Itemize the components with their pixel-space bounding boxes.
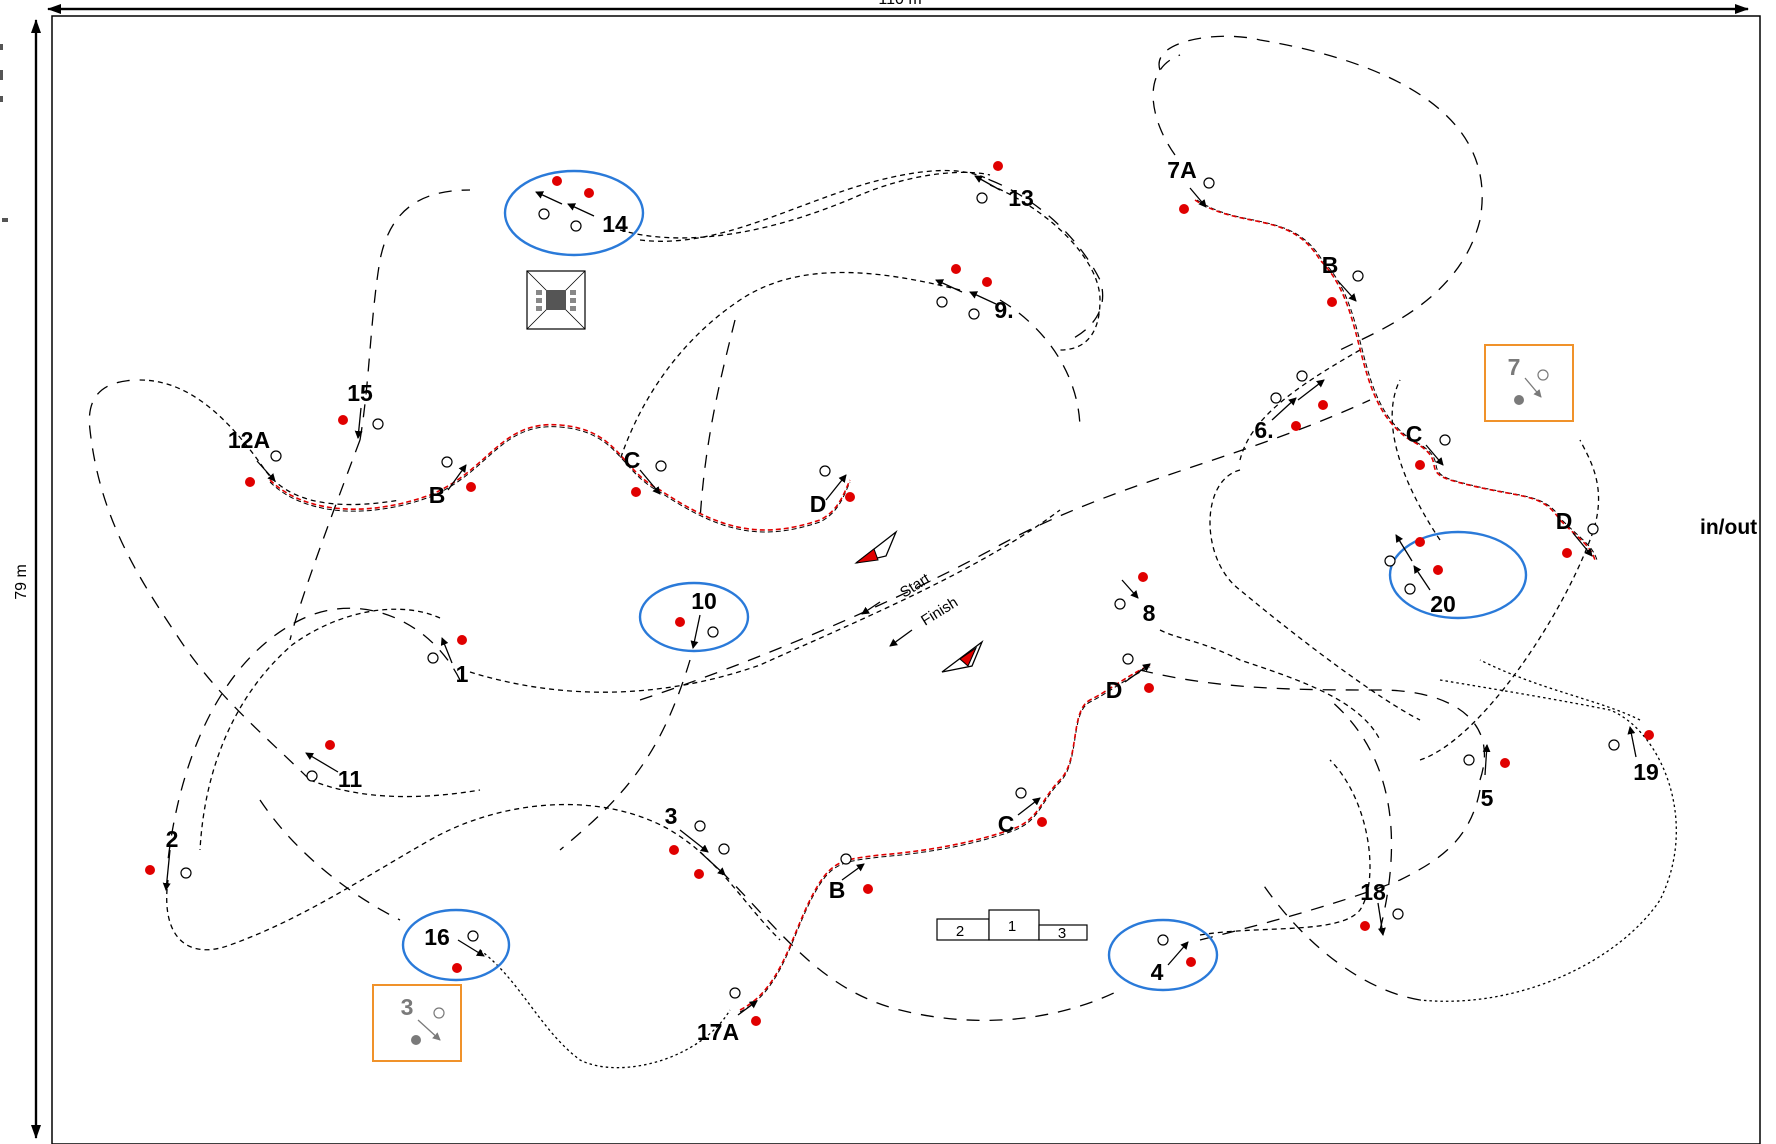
obstacle-20-label: 20 <box>1430 591 1456 617</box>
obstacle-6: 6. <box>1254 370 1328 443</box>
obstacle-16-label: 16 <box>424 924 450 950</box>
obstacle-10: 10 <box>675 588 719 649</box>
obstacle-7A-label: 7A <box>1167 157 1196 183</box>
entrance-label: in/out <box>1700 516 1757 539</box>
water-rings <box>401 169 1528 992</box>
obstacle-17A: 17A <box>697 987 761 1045</box>
obstacle-8: 8 <box>1114 572 1156 626</box>
obstacle-7C: C <box>1406 421 1451 470</box>
legend-box-3: 3 <box>372 984 462 1062</box>
obstacle-11-label: 11 <box>338 766 363 792</box>
obstacle-13-label: 13 <box>1008 185 1034 211</box>
obstacle-12C-label: C <box>624 447 641 473</box>
obstacle-19: 19 <box>1608 726 1659 785</box>
obstacle-3: 3 <box>665 803 730 879</box>
obstacle-5: 5 <box>1463 744 1510 811</box>
obstacle-17D-label: D <box>1106 677 1123 703</box>
obstacle-7B-label: B <box>1322 252 1339 278</box>
edge-marks <box>0 44 8 222</box>
obstacle-1-label: 1 <box>456 661 469 687</box>
obstacle-18: 18 <box>1360 879 1404 936</box>
width-label: 110 m <box>878 0 921 8</box>
obstacle-17C: C <box>998 787 1047 837</box>
water-ring-14 <box>503 169 645 257</box>
podium-second: 2 <box>956 923 964 940</box>
podium-first: 1 <box>1008 918 1016 935</box>
obstacle-19-label: 19 <box>1633 759 1659 785</box>
obstacle-7C-label: C <box>1406 421 1423 447</box>
obstacle-12B: B <box>429 456 476 508</box>
legend-box-3-label: 3 <box>401 994 414 1020</box>
obstacle-12A: 12A <box>228 427 282 487</box>
obstacle-12A-label: 12A <box>228 427 270 453</box>
obstacle-1: 1 <box>427 635 469 687</box>
height-dimension: 79 m <box>13 19 41 1139</box>
course-paths <box>88 35 1677 1069</box>
obstacle-12C: C <box>624 447 667 497</box>
height-label: 79 m <box>13 564 30 600</box>
obstacle-14: 14 <box>535 176 628 237</box>
obstacle-17B-label: B <box>829 877 846 903</box>
judge-box-icon <box>526 270 586 330</box>
obstacle-16: 16 <box>424 924 485 973</box>
obstacle-15-label: 15 <box>347 380 373 406</box>
obstacle-7A: 7A <box>1167 157 1215 214</box>
obstacle-6-label: 6. <box>1254 417 1273 443</box>
obstacles: 1 2 3 4 <box>145 157 1659 1045</box>
obstacle-8-label: 8 <box>1143 600 1156 626</box>
obstacle-7D: D <box>1556 508 1599 558</box>
obstacle-3-label: 3 <box>665 803 678 829</box>
obstacle-7B: B <box>1322 252 1364 307</box>
obstacle-15: 15 <box>338 380 384 439</box>
combination-paths <box>269 199 1598 1013</box>
obstacle-2-label: 2 <box>166 826 179 852</box>
obstacle-9: 9. <box>935 264 1014 323</box>
obstacle-9-label: 9. <box>994 297 1013 323</box>
finish-flag-icon <box>941 640 984 673</box>
obstacle-18-label: 18 <box>1360 879 1386 905</box>
obstacle-12B-label: B <box>429 482 446 508</box>
legend-box-7-label: 7 <box>1508 354 1521 380</box>
arena-border <box>51 15 1761 1144</box>
obstacle-11: 11 <box>305 740 363 792</box>
podium-third: 3 <box>1058 925 1066 942</box>
obstacle-7D-label: D <box>1556 508 1573 534</box>
start-finish: Start Finish <box>854 529 984 673</box>
water-ring-20 <box>1388 530 1528 620</box>
width-dimension: 110 m <box>47 0 1749 14</box>
obstacle-2: 2 <box>145 826 192 891</box>
obstacle-4: 4 <box>1151 934 1196 985</box>
finish-label: Finish <box>918 594 961 630</box>
obstacle-5-label: 5 <box>1481 785 1494 811</box>
water-ring-4 <box>1107 918 1219 992</box>
obstacle-4-label: 4 <box>1151 959 1164 985</box>
obstacle-10-label: 10 <box>691 588 717 614</box>
obstacle-17A-label: 17A <box>697 1019 739 1045</box>
obstacle-17C-label: C <box>998 811 1015 837</box>
water-ring-10 <box>638 581 750 653</box>
obstacle-12D: D <box>810 465 855 517</box>
obstacle-17B: B <box>829 853 873 903</box>
obstacle-13: 13 <box>974 161 1034 211</box>
water-ring-16 <box>401 908 511 982</box>
obstacle-17D: D <box>1106 653 1154 703</box>
obstacle-20: 20 <box>1384 534 1456 617</box>
podium: 2 1 3 <box>936 909 1088 942</box>
legend-box-7: 7 <box>1484 344 1574 422</box>
obstacle-12D-label: D <box>810 491 827 517</box>
obstacle-14-label: 14 <box>602 211 628 237</box>
start-label: Start <box>897 570 934 602</box>
